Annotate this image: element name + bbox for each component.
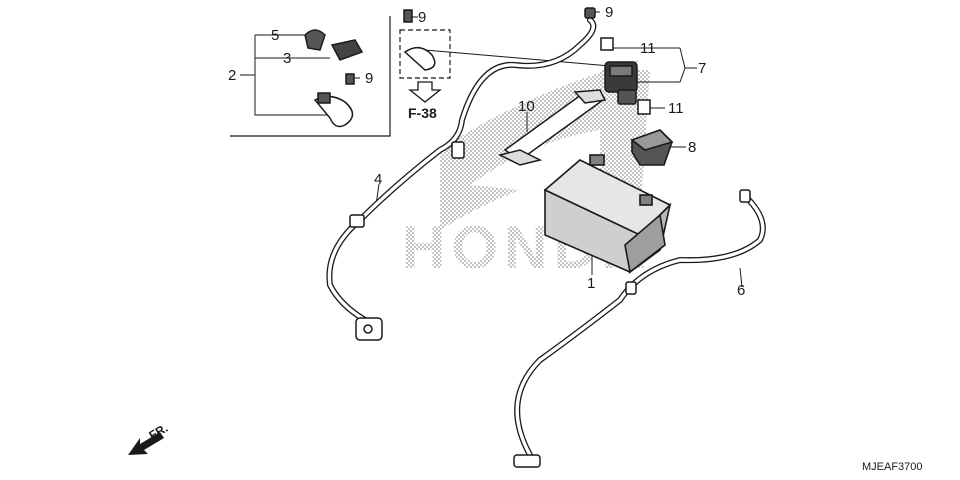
inset-parts [304,9,436,128]
callout-3: 3 [283,50,291,67]
callout-7: 7 [698,60,706,77]
callout-2: 2 [228,67,236,84]
fuse-box [584,7,638,105]
callout-9-c: 9 [365,70,373,87]
item-4-terminal [349,141,465,341]
callout-11-a: 11 [640,40,656,57]
callout-9-b: 9 [605,4,613,21]
callout-8: 8 [688,139,696,156]
reference-arrow [408,81,442,103]
callout-1: 1 [587,275,595,292]
inset-box [230,16,451,137]
callout-labels: 1 2 3 4 5 6 7 8 9 9 9 10 11 11 11 [228,4,745,299]
front-direction-arrow [128,432,164,455]
callout-4: 4 [374,171,382,188]
callout-9-a: 9 [418,9,426,26]
battery-strap [497,89,607,166]
fuse-cover [630,129,674,166]
battery [543,154,672,274]
callout-5: 5 [271,27,279,44]
callout-10: 10 [518,98,535,115]
drawing-code: MJEAF3700 [862,461,923,473]
reference-label: F-38 [408,105,437,121]
item-6-terminals [513,189,751,468]
callout-11-b: 11 [668,100,684,117]
fuse-11 [637,99,651,115]
callout-6: 6 [737,282,745,299]
